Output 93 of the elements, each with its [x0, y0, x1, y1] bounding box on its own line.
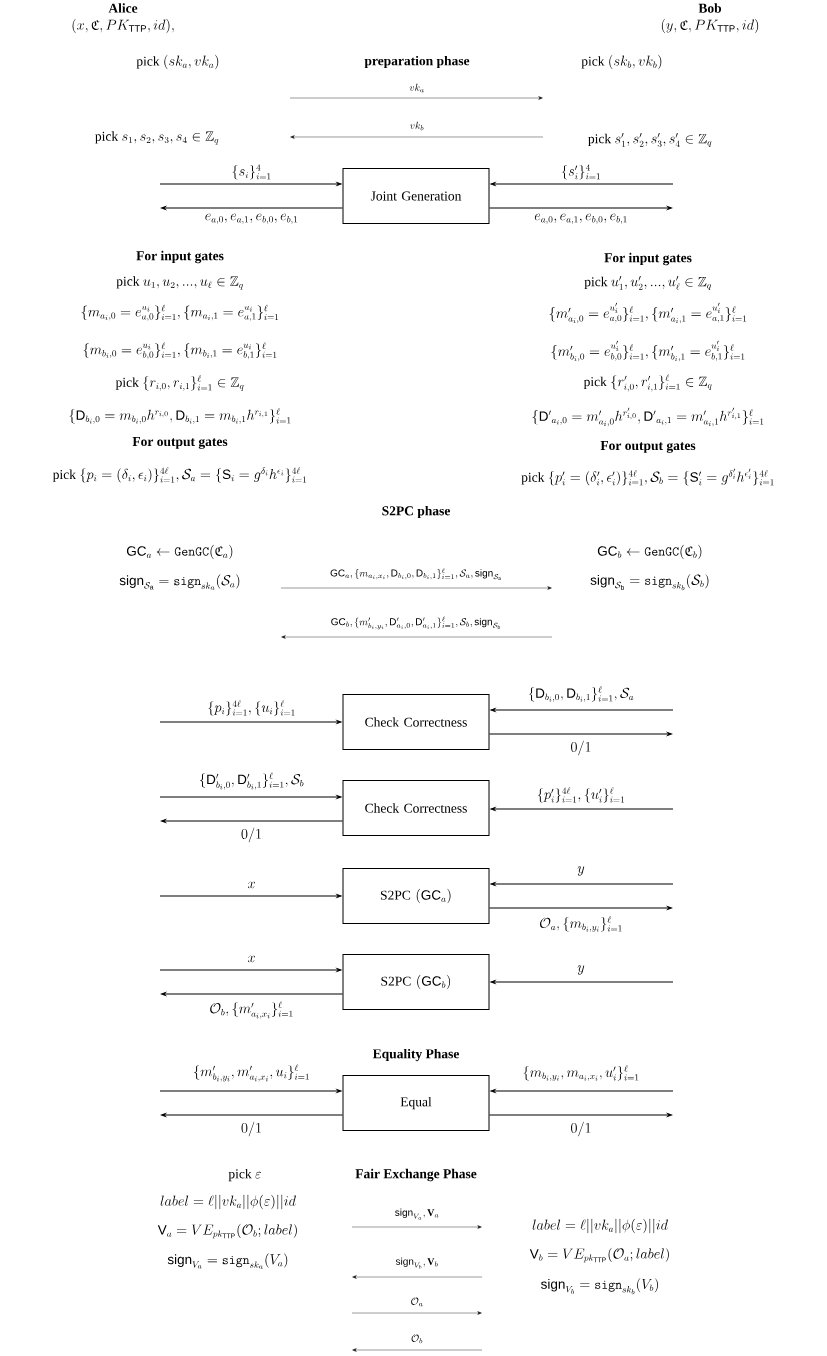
arrow [489, 732, 672, 736]
heading: preparation phase [364, 55, 470, 69]
formula-text: $label = \ell || vk_a || \phi(\varepsilon) || id$ [160, 1194, 296, 1210]
formula-text: $\mathsf{GC}_a \leftarrow \mathtt{GenGC}(\mathfrak{C}_a)$ [126, 544, 233, 560]
arrow [489, 906, 672, 910]
message-label: $\mathsf{sign}_{V_a}, \mathbf{V}_a$ [395, 1208, 439, 1220]
edge-label: $\{s'_i\}_{i=1}^{4}$ [561, 164, 600, 180]
process-box: Check Correctness [342, 694, 490, 750]
heading: Equality Phase [372, 1048, 459, 1062]
edge-label: $x$ [247, 881, 255, 889]
formula-text: $\text{pick } u_1, u_2, ..., u_\ell \in \mathbb{Z}_q$ [116, 276, 243, 290]
formula-text: $(x, \mathfrak{C}, PK_{\mathsf{TTP}}, id),$ [72, 18, 174, 34]
process-box: Joint Generation [342, 168, 490, 224]
heading: Bob [698, 3, 722, 13]
arrow [161, 819, 343, 823]
heading: Alice [108, 3, 138, 13]
message-label: $\mathsf{GC}_a, \{m_{a_i,x_i}, \mathsf{D}_{b_i,0}, \mathsf{D}_{b_i,1}\}_{i=1}^{\ell}, \mathcal{S}_a, \mathsf{sign}_{\mathcal{S}_\mathsf{a}}$ [330, 567, 501, 581]
edge-label: $\{m'_{b_i,y_i}, m'_{a_i,x_i}, u_i\}_{i=1}^{\ell}$ [194, 1064, 309, 1082]
process-box: Check Correctness [342, 780, 490, 836]
formula-text: $\text{pick } (sk_b, vk_b)$ [581, 54, 662, 70]
edge-label: $0/1$ [571, 1121, 591, 1137]
edge-label: $\{p_i\}_{i=1}^{4\ell}, \{u_i\}_{i=1}^{\ell}$ [208, 700, 295, 716]
arrow [159, 795, 342, 799]
arrow [489, 206, 672, 210]
edge-label: $\{\mathsf{D}_{b_i,0}, \mathsf{D}_{b_i,1}\}_{i=1}^{\ell}, \mathcal{S}_a$ [529, 686, 634, 702]
arrow [159, 720, 342, 724]
heading: For input gates [136, 250, 224, 264]
message-label: $\mathsf{sign}_{V_b}, \mathbf{V}_b$ [395, 1257, 438, 1269]
arrow [490, 980, 674, 984]
message-label: $\mathsf{GC}_b, \{m'_{b_i,y_i}, \mathsf{D}'_{a_i,0}, \mathsf{D}'_{a_i,1}\}_{i=1}^{\ell}, \mathcal{S}_b, \mathsf{sign}_{\mathcal{S}_\mathsf{b}}$ [331, 616, 501, 630]
heading: S2PC phase [382, 505, 450, 519]
edge-label: $0/1$ [241, 1121, 261, 1137]
edge-label: $0/1$ [571, 740, 591, 756]
edge-label: $\mathcal{O}_b, \{m'_{a_i,x_i}\}_{i=1}^{\ell}$ [210, 1001, 293, 1019]
formula-text: $\mathsf{sign}_{\mathcal{S}_\mathsf{a}} = \mathtt{sign}_{sk_a}(\mathcal{S}_a)$ [119, 574, 240, 590]
formula-text: $\text{pick } \{r'_{i,0}, r'_{i,1}\}_{i=1}^{\ell} \in \mathbb{Z}_q$ [583, 374, 712, 392]
message-label: $\mathcal{O}_a$ [411, 1297, 423, 1307]
arrow [490, 708, 674, 712]
arrow [159, 968, 342, 972]
message-label: $vk_a$ [409, 83, 424, 93]
formula-text: $\{m'_{b_i,0} = e_{b,0}^{u'_i}\}_{i=1}^{\ell}, \{m'_{b_i,1} = e_{b,1}^{u'_i}\}_{i=1}^{\ell}$ [551, 340, 745, 362]
arrow [159, 182, 342, 186]
arrow [159, 1089, 342, 1093]
heading: For input gates [604, 252, 692, 266]
edge-label: $y$ [577, 965, 585, 975]
message-label: $\mathcal{O}_b$ [411, 1334, 423, 1344]
formula-text: $(y, \mathfrak{C}, PK_{\mathsf{TTP}}, id)$ [661, 18, 759, 34]
formula-text: $\{m_{a_i,0} = e_{a,0}^{u_i}\}_{i=1}^{\ell}, \{m_{a_i,1} = e_{a,1}^{u_i}\}_{i=1}^{\ell}$ [81, 304, 279, 322]
edge-label: $\{p'_i\}_{i=1}^{4\ell}, \{u'_i\}_{i=1}^{\ell}$ [537, 787, 625, 803]
edge-label: $x$ [247, 955, 255, 963]
process-box: Equal [342, 1075, 490, 1131]
formula-text: $label = \ell || vk_a || \phi(\varepsilon) || id$ [532, 1218, 668, 1234]
formula-text: $\mathsf{GC}_b \leftarrow \mathtt{GenGC}(\mathfrak{C}_b)$ [597, 544, 702, 560]
arrow [161, 206, 343, 210]
arrow [490, 182, 674, 186]
arrow [490, 1089, 674, 1093]
edge-label: $\{\mathsf{D}'_{b_i,0}, \mathsf{D}'_{b_i,1}\}_{i=1}^{\ell}, \mathcal{S}_b$ [199, 772, 304, 790]
arrow [489, 1113, 672, 1117]
formula-text: $\text{pick } \{r_{i,0}, r_{i,1}\}_{i=1}^{\ell} \in \mathbb{Z}_q$ [115, 375, 244, 391]
process-box: $\text{S2PC } (\mathsf{GC}_a)$ [342, 868, 490, 924]
process-box: $\text{S2PC } (\mathsf{GC}_b)$ [342, 954, 490, 1010]
edge-label: $\{s_i\}_{i=1}^{4}$ [232, 164, 271, 180]
message-label: $vk_b$ [410, 121, 424, 131]
arrow [161, 1113, 343, 1117]
formula-text: $\text{pick } s'_1, s'_2, s'_3, s'_4 \in \mathbb{Z}_q$ [588, 132, 712, 148]
edge-label: $y$ [577, 866, 585, 876]
formula-text: $\{\mathsf{D}_{b_i,0} = m_{b_i,0} h^{r_{i,0}}, \mathsf{D}_{b_i,1} = m_{b_i,1} h^{r_{i,1}}\}_{i=1}^{\ell}$ [69, 408, 291, 424]
heading: For output gates [600, 441, 696, 453]
edge-label: $e_{a,0}, e_{a,1}, e_{b,0}, e_{b,1}$ [534, 213, 627, 225]
formula-text: $\text{pick } \{p'_i = (\delta'_i, \epsilon'_i)\}_{i=1}^{4\ell}, \mathcal{S}_b = \{\mathsf{S}'_i = g^{\delta'_i} h^{\epsilon'_i}\}_{i=1}^{4\ell}$ [521, 468, 774, 486]
arrow [490, 882, 674, 886]
arrow [161, 992, 343, 996]
formula-text: $\mathsf{V}_a = VE_{pk_{\mathsf{TTP}}}(\mathcal{O}_b; label)$ [157, 1223, 297, 1239]
formula-text: $\text{pick } \varepsilon$ [228, 1168, 262, 1182]
arrow [159, 894, 342, 898]
edge-label: $\{m_{b_i,y_i}, m_{a_i,x_i}, u'_i\}_{i=1}^{\ell}$ [523, 1065, 639, 1081]
formula-text: $\{m_{b_i,0} = e_{b,0}^{u_i}\}_{i=1}^{\ell}, \{m_{b_i,1} = e_{b,1}^{u_i}\}_{i=1}^{\ell}$ [83, 342, 277, 360]
formula-text: $\text{pick } \{p_i = (\delta_i, \epsilon_i)\}_{i=1}^{4\ell}, \mathcal{S}_a = \{\mathsf{S}_i = g^{\delta_i} h^{\epsilon_i}\}_{i=1}^{4\ell}$ [52, 467, 307, 483]
formula-text: $\text{pick } (sk_a, vk_a)$ [136, 54, 219, 70]
edge-label: $e_{a,0}, e_{a,1}, e_{b,0}, e_{b,1}$ [205, 213, 298, 225]
formula-text: $\text{pick } u'_1, u'_2, ..., u'_\ell \in \mathbb{Z}_q$ [584, 275, 711, 291]
heading: For output gates [132, 437, 228, 449]
arrow [490, 807, 674, 811]
heading: Fair Exchange Phase [355, 1168, 477, 1182]
formula-text: $\mathsf{sign}_{V_a} = \mathtt{sign}_{sk_a}(V_a)$ [167, 1253, 288, 1269]
formula-text: $\mathsf{sign}_{\mathcal{S}_\mathsf{b}} = \mathtt{sign}_{sk_b}(\mathcal{S}_b)$ [590, 573, 709, 591]
edge-label: $0/1$ [241, 827, 261, 843]
formula-text: $\{\mathsf{D'}_{a_i,0} = m'_{a_i,0} h^{r'_{i,0}}, \mathsf{D'}_{a_i,1} = m'_{a_i,1} h^{r'_{i,1}}\}_{i=1}^{\ell}$ [532, 407, 764, 427]
edge-label: $\mathcal{O}_a, \{m_{b_i,y_i}\}_{i=1}^{\ell}$ [540, 916, 622, 932]
formula-text: $\text{pick } s_1, s_2, s_3, s_4 \in \mathbb{Z}_q$ [95, 131, 219, 145]
formula-text: $\{m'_{a_i,0} = e_{a,0}^{u'_i}\}_{i=1}^{\ell}, \{m'_{a_i,1} = e_{a,1}^{u'_i}\}_{i=1}^{\ell}$ [549, 302, 747, 324]
formula-text: $\mathsf{V}_b = VE_{pk_{\mathsf{TTP}}}(\mathcal{O}_a; label)$ [529, 1247, 669, 1263]
formula-text: $\mathsf{sign}_{V_b} = \mathtt{sign}_{sk_b}(V_b)$ [541, 1277, 658, 1295]
